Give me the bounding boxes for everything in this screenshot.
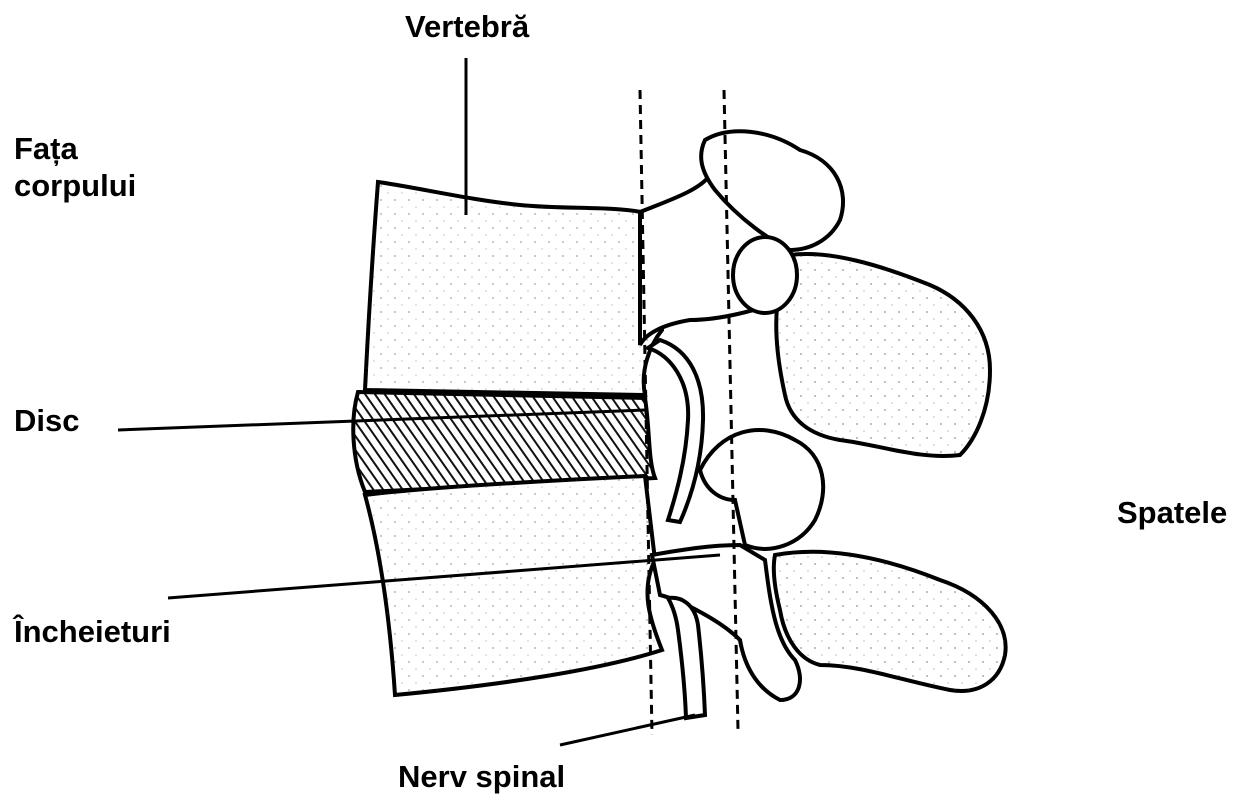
leader-nerv (560, 715, 695, 745)
upper-transverse-texture (776, 254, 990, 456)
label-back: Spatele (1117, 494, 1227, 531)
label-disc: Disc (14, 402, 79, 439)
label-front-of-body: Fața corpului (14, 130, 136, 204)
label-spinal-nerve: Nerv spinal (398, 758, 565, 795)
upper-articular-process (733, 237, 797, 313)
label-front-line2: corpului (14, 167, 136, 204)
upper-nerve-root (648, 340, 703, 522)
lower-nerve-root (668, 598, 705, 718)
label-front-line1: Fața (14, 130, 136, 167)
label-vertebra: Vertebră (405, 8, 529, 45)
lower-articular-process (700, 430, 823, 549)
upper-body-texture (365, 182, 662, 395)
label-joints: Încheieturi (14, 613, 171, 650)
lower-transverse-texture (774, 552, 1006, 691)
